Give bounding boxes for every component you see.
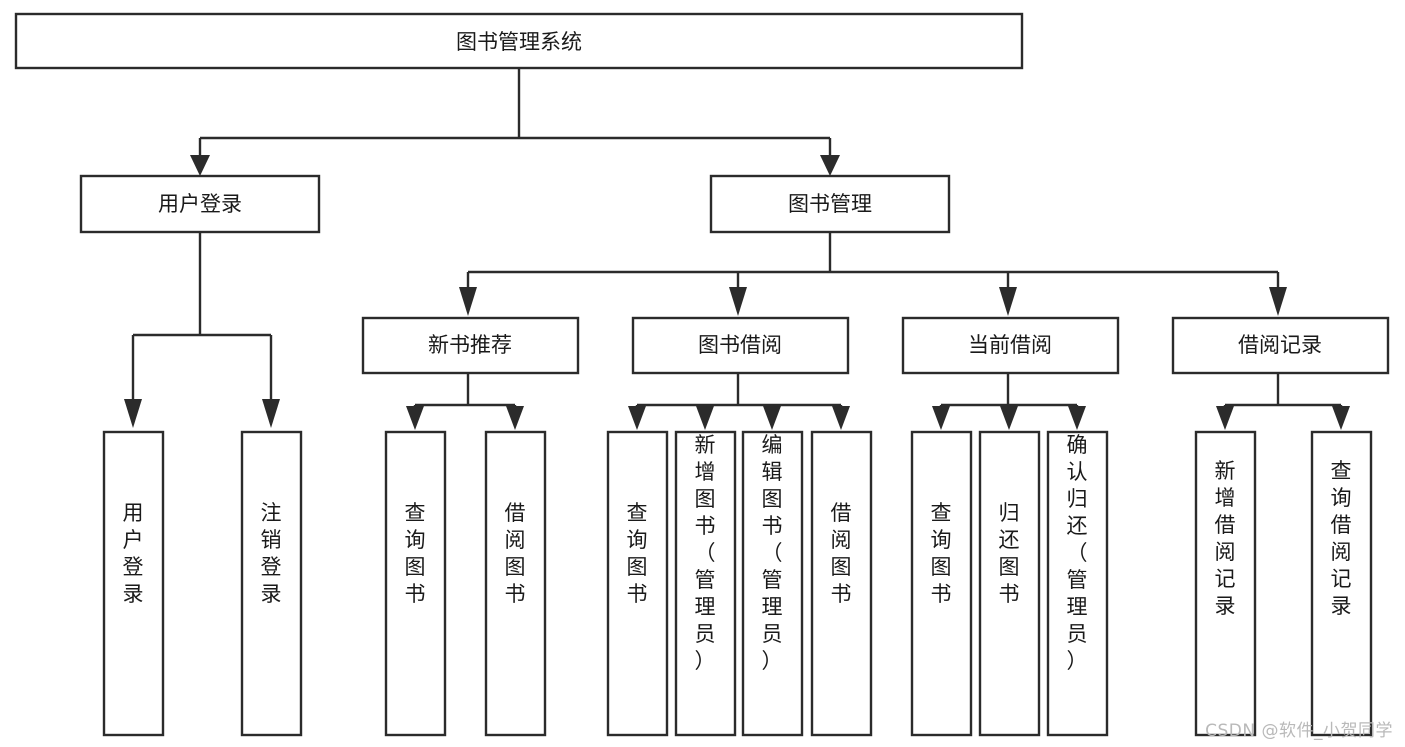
- connectors-user-login-to-leaves: [124, 232, 280, 428]
- arrow-head-book-manage: [820, 155, 840, 176]
- connectors-root-to-level2: [190, 68, 840, 176]
- arrow-head-book-borrow: [729, 287, 747, 316]
- node-borrow-record-box[interactable]: [1171, 316, 1390, 375]
- leaf-node[interactable]: 新增图书（管理员）: [674, 430, 737, 737]
- arrow-head-cb-leaf3: [1068, 406, 1086, 430]
- leaf-cb-query-book-box[interactable]: [910, 430, 973, 737]
- leaf-cb-return-book-label: 归还图书: [999, 501, 1020, 606]
- node-user-login[interactable]: 用户登录: [79, 174, 321, 234]
- node-current-borrow-box[interactable]: [901, 316, 1120, 375]
- node-user-login-label: 用户登录: [158, 192, 242, 216]
- arrow-head-leaf-logout: [262, 399, 280, 428]
- node-book-borrow-box[interactable]: [631, 316, 850, 375]
- leaf-bb-borrow-book-label: 借阅图书: [831, 501, 852, 606]
- leaf-bb-query-book-label: 查询图书: [627, 501, 648, 606]
- leaf-bb-edit-book-label: 编辑图书（管理员）: [762, 433, 783, 673]
- leaf-br-add-record-box[interactable]: [1194, 430, 1257, 737]
- leaf-node[interactable]: 新增借阅记录: [1194, 430, 1257, 737]
- leaf-node[interactable]: 确认归还（管理员）: [1046, 430, 1109, 737]
- arrow-head-leaf-user-login: [124, 399, 142, 428]
- node-borrow-record-label: 借阅记录: [1238, 333, 1322, 357]
- arrow-head-borrow-record: [1269, 287, 1287, 316]
- node-book-manage[interactable]: 图书管理: [709, 174, 951, 234]
- node-root[interactable]: 图书管理系统: [14, 12, 1024, 70]
- leaf-cb-confirm-return-label: 确认归还（管理员）: [1067, 433, 1088, 673]
- node-book-borrow[interactable]: 图书借阅: [631, 316, 850, 375]
- arrow-head-bb-leaf4: [832, 406, 850, 430]
- leaf-node[interactable]: 查询图书: [910, 430, 973, 737]
- node-current-borrow[interactable]: 当前借阅: [901, 316, 1120, 375]
- arrow-head-nb-leaf1: [406, 406, 424, 430]
- leaf-node[interactable]: 编辑图书（管理员）: [741, 430, 804, 737]
- leaf-br-add-record-label: 新增借阅记录: [1215, 459, 1236, 618]
- leaf-bb-add-book-label: 新增图书（管理员）: [695, 433, 716, 673]
- leaf-node[interactable]: 用户登录: [102, 430, 165, 737]
- leaf-bb-borrow-book-box[interactable]: [810, 430, 873, 737]
- arrow-head-nb-leaf2: [506, 406, 524, 430]
- connectors-borrow-record-to-leaves: [1216, 373, 1350, 430]
- leaf-node[interactable]: 注销登录: [240, 430, 303, 737]
- leaf-bb-add-book-box[interactable]: [674, 430, 737, 737]
- node-user-login-box[interactable]: [79, 174, 321, 234]
- arrow-head-bb-leaf2: [696, 406, 714, 430]
- leaf-bb-edit-book-box[interactable]: [741, 430, 804, 737]
- leaf-nb-borrow-book-label: 借阅图书: [505, 501, 526, 606]
- connectors-book-borrow-to-leaves: [628, 373, 850, 430]
- leaf-user-login-box[interactable]: [102, 430, 165, 737]
- csdn-watermark: CSDN @软件_小贺同学: [1205, 721, 1393, 741]
- leaf-node[interactable]: 归还图书: [978, 430, 1041, 737]
- leaf-user-login-label: 用户登录: [123, 501, 144, 606]
- node-new-book-recommend-box[interactable]: [361, 316, 580, 375]
- leaf-br-query-record-box[interactable]: [1310, 430, 1373, 737]
- node-book-manage-label: 图书管理: [788, 192, 872, 216]
- connectors-current-borrow-to-leaves: [932, 373, 1086, 430]
- leaf-node[interactable]: 查询图书: [606, 430, 669, 737]
- arrow-head-br-leaf2: [1332, 406, 1350, 430]
- arrow-head-bb-leaf1: [628, 406, 646, 430]
- arrow-head-current-borrow: [999, 287, 1017, 316]
- leaf-cb-confirm-return-box[interactable]: [1046, 430, 1109, 737]
- leaf-node[interactable]: 查询借阅记录: [1310, 430, 1373, 737]
- leaf-br-query-record-label: 查询借阅记录: [1331, 459, 1352, 618]
- node-root-label: 图书管理系统: [456, 30, 582, 54]
- node-book-manage-box[interactable]: [709, 174, 951, 234]
- node-root-box[interactable]: [14, 12, 1024, 70]
- node-new-book-recommend[interactable]: 新书推荐: [361, 316, 580, 375]
- leaf-cb-query-book-label: 查询图书: [931, 501, 952, 606]
- node-new-book-recommend-label: 新书推荐: [428, 333, 512, 357]
- arrow-head-bb-leaf3: [763, 406, 781, 430]
- arrow-head-cb-leaf2: [1000, 406, 1018, 430]
- leaf-node[interactable]: 借阅图书: [810, 430, 873, 737]
- leaf-nb-query-book-label: 查询图书: [405, 501, 426, 606]
- connectors-new-book-to-leaves: [406, 373, 524, 430]
- connectors-book-manage-to-level3: [459, 232, 1287, 316]
- leaf-bb-query-book-box[interactable]: [606, 430, 669, 737]
- leaf-cb-return-book-box[interactable]: [978, 430, 1041, 737]
- arrow-head-user-login: [190, 155, 210, 176]
- leaf-nb-borrow-book-box[interactable]: [484, 430, 547, 737]
- arrow-head-br-leaf1: [1216, 406, 1234, 430]
- node-book-borrow-label: 图书借阅: [698, 333, 782, 357]
- leaf-logout-label: 注销登录: [261, 501, 282, 606]
- arrow-head-cb-leaf1: [932, 406, 950, 430]
- leaf-nb-query-book-box[interactable]: [384, 430, 447, 737]
- node-current-borrow-label: 当前借阅: [968, 333, 1052, 357]
- node-borrow-record[interactable]: 借阅记录: [1171, 316, 1390, 375]
- leaf-logout-box[interactable]: [240, 430, 303, 737]
- leaf-node[interactable]: 查询图书: [384, 430, 447, 737]
- arrow-head-new-book: [459, 287, 477, 316]
- leaf-node[interactable]: 借阅图书: [484, 430, 547, 737]
